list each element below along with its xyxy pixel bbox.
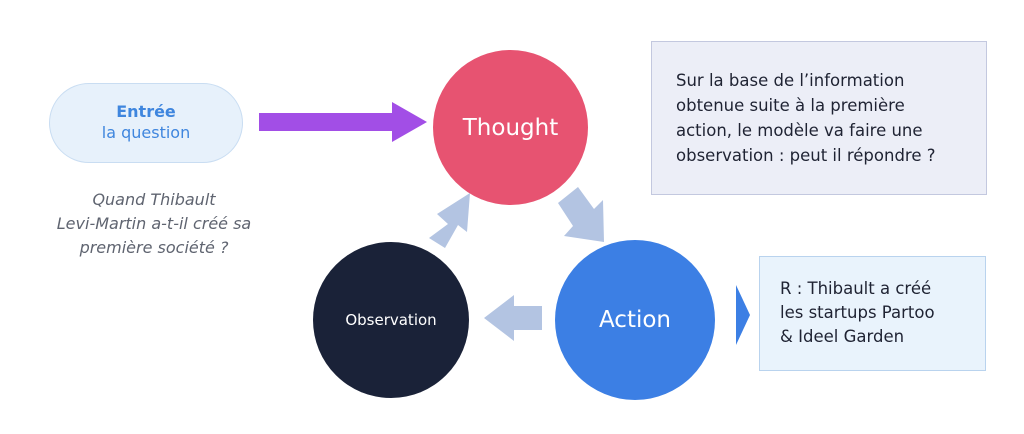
observation-label: Observation	[345, 311, 437, 329]
answer-line: R : Thibault a créé	[780, 279, 932, 298]
action-label: Action	[598, 307, 672, 333]
answer-line: & Ideel Garden	[780, 327, 905, 346]
note-line: obtenue suite à la première	[676, 96, 905, 115]
input-arrow	[259, 102, 427, 142]
input-subtitle: la question	[101, 123, 191, 142]
question-line: Levi-Martin a-t-il créé sa	[56, 214, 252, 233]
action-node: Action	[555, 240, 715, 400]
input-pill: Entrée la question	[49, 83, 243, 163]
thought-to-action-arrow	[558, 187, 604, 242]
answer-box: R : Thibault a créé les startups Partoo …	[759, 256, 986, 371]
note-line: observation : peut il répondre ?	[676, 146, 936, 165]
thought-label: Thought	[462, 114, 559, 141]
answer-pointer-icon	[736, 285, 750, 345]
observation-node: Observation	[313, 242, 469, 398]
note-line: Sur la base de l’information	[676, 71, 905, 90]
observation-note-box: Sur la base de l’information obtenue sui…	[651, 41, 987, 195]
answer-line: les startups Partoo	[780, 303, 935, 322]
thought-node: Thought	[433, 50, 588, 205]
observation-to-thought-arrow	[429, 193, 470, 248]
input-title: Entrée	[116, 102, 176, 121]
note-line: action, le modèle va faire une	[676, 121, 923, 140]
action-to-observation-arrow	[484, 295, 542, 341]
question-text: Quand Thibault Levi-Martin a-t-il créé s…	[18, 188, 290, 260]
question-line: première société ?	[79, 238, 229, 257]
question-line: Quand Thibault	[92, 190, 216, 209]
